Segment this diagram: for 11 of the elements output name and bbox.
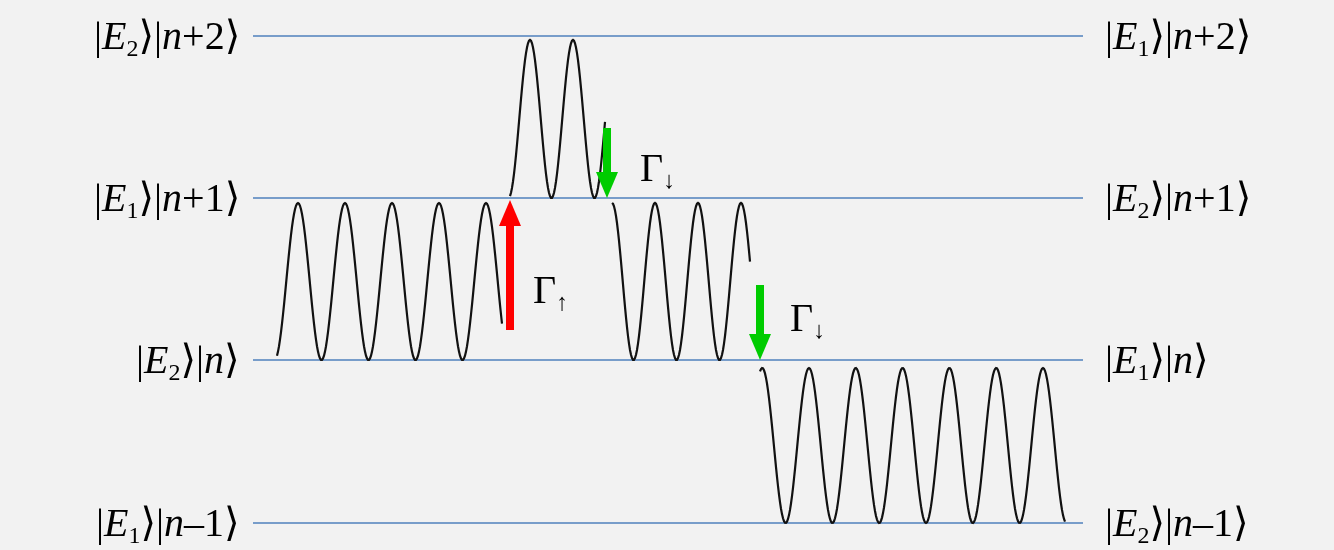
rate-label: Γ$_{↓}$ (790, 296, 826, 340)
state-label: |E$_{2}$⟩|n–1⟩ (1105, 501, 1249, 545)
state-label: |E$_{1}$⟩|n–1⟩ (96, 501, 240, 545)
state-label: |E$_{2}$⟩|n⟩ (136, 338, 240, 382)
state-label: |E$_{2}$⟩|n+2⟩ (94, 14, 241, 58)
state-label: |E$_{1}$⟩|n+2⟩ (1105, 14, 1252, 58)
rate-label: Γ$_{↓}$ (640, 146, 676, 190)
state-label: |E$_{1}$⟩|n+1⟩ (94, 176, 241, 220)
rate-label: Γ$_{↑}$ (533, 268, 569, 312)
state-label: |E$_{1}$⟩|n⟩ (1105, 338, 1209, 382)
state-label: |E$_{2}$⟩|n+1⟩ (1105, 176, 1252, 220)
